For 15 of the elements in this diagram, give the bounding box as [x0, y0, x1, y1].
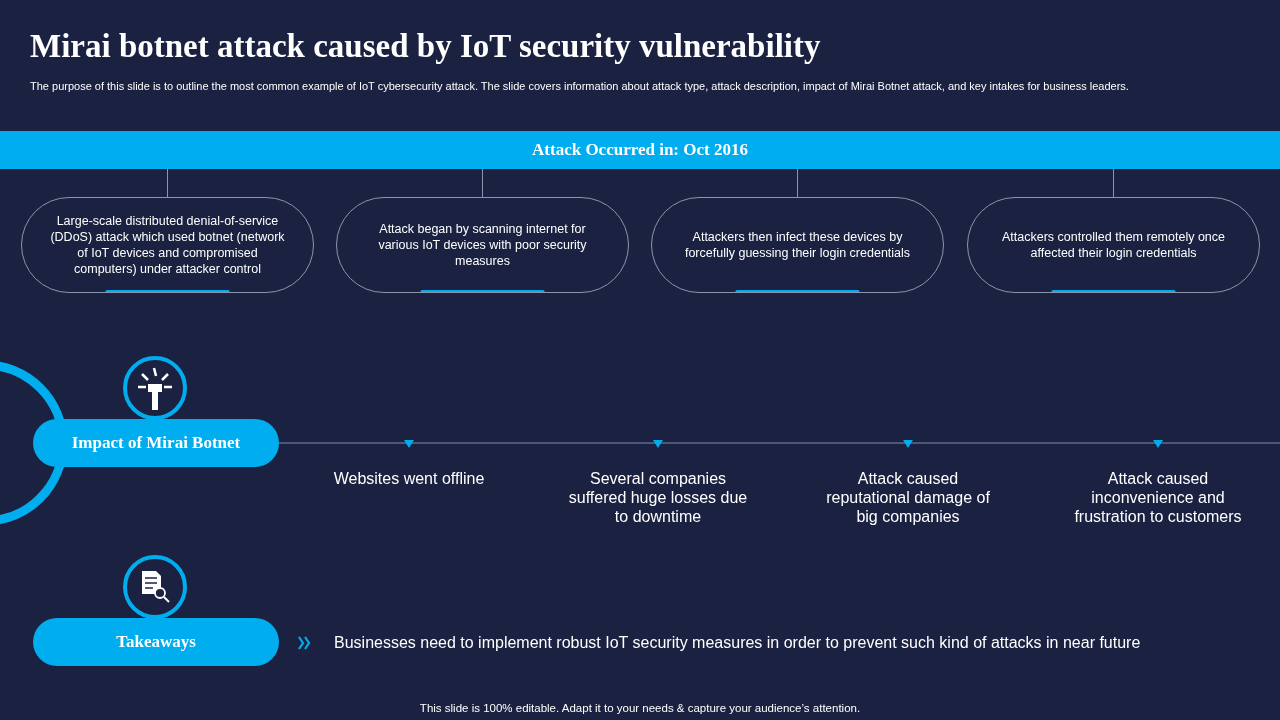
footer-note: This slide is 100% editable. Adapt it to your needs & capture your audience’s attention. — [418, 702, 862, 714]
impact-text: Attack caused inconvenience and frustration to customers — [1073, 469, 1243, 526]
connector-line — [797, 168, 798, 198]
connector-line — [167, 168, 168, 198]
section-pill: Takeaways — [33, 618, 279, 666]
title-banner: Attack Occurred in: Oct 2016 — [0, 131, 1280, 169]
impact-text: Attack caused reputational damage of big companies — [825, 469, 991, 526]
slide-title: Mirai botnet attack caused by IoT security vulnerability — [30, 28, 821, 65]
impact-text: Several companies suffered huge losses due to downtime — [568, 469, 748, 526]
section-pill: Impact of Mirai Botnet — [33, 419, 279, 467]
subtitle-text: The purpose of this slide is to outline the most common example of IoT cybersecurity attack. The slide covers information about attack type, attack description, impact of Mirai Botnet attack, and key intakes for business leaders. — [30, 80, 1130, 92]
takeaway-text: Businesses need to implement robust IoT security measures in order to prevent such kind of attacks in near future — [334, 634, 1141, 652]
connector-line — [1113, 168, 1114, 198]
impact-text: Websites went offline — [332, 469, 486, 488]
connector-line — [482, 168, 483, 198]
